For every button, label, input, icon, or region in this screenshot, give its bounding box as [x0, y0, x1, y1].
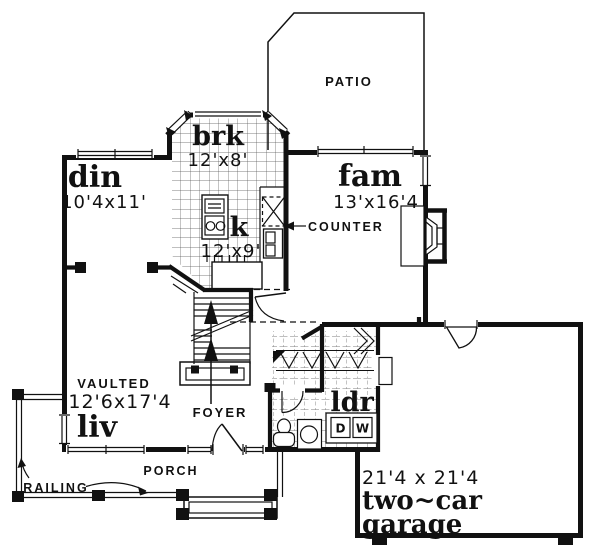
garage-label-line2: garage [362, 510, 462, 540]
understair-hatch [170, 275, 199, 294]
washer-dryer-unit: D W [325, 412, 378, 444]
hall-door-swing [254, 292, 287, 322]
garage-footing-posts [372, 535, 573, 545]
dining-room-dims: 10'4x11' [61, 192, 147, 213]
dining-window [76, 149, 154, 158]
family-window [420, 155, 431, 187]
dryer-label: D [336, 422, 346, 436]
railing-label: RAILING [23, 481, 88, 495]
kitchen-peninsula [211, 261, 263, 290]
stairs-up-arrow [204, 300, 218, 404]
garage-entry-door-swing [444, 319, 478, 349]
living-vaulted-note: VAULTED [77, 376, 150, 391]
laundry-garage-door [373, 355, 393, 386]
kitchen-breakfast-tile-floor [172, 116, 286, 289]
garage-dims: 21'4 x 21'4 [362, 467, 479, 489]
railing-callout-arrows [17, 458, 148, 496]
counter-label: COUNTER [308, 220, 384, 234]
dining-room-label: din [68, 160, 122, 195]
laundry-room-label: ldr [330, 387, 374, 418]
living-window [59, 414, 70, 445]
bath-door-swing [280, 386, 305, 414]
front-door-swing [211, 423, 244, 455]
patio-label: PATIO [325, 74, 373, 89]
family-room-label: fam [338, 159, 402, 194]
breakfast-room-dims: 12'x8' [188, 150, 249, 171]
toilet [272, 418, 296, 448]
kitchen-island-range [201, 194, 229, 240]
refrigerator [262, 228, 284, 259]
kitchen-room-dims: 12'x9' [201, 241, 262, 262]
living-room-label: liv [77, 410, 119, 445]
upper-floor-dashed-lines [214, 288, 320, 323]
living-room-dims: 12'6x17'4 [68, 391, 171, 413]
bay-windows [166, 110, 289, 139]
porch-label: PORCH [143, 464, 198, 478]
family-room-dims: 13'x16'4 [333, 192, 419, 213]
bath-sink [296, 418, 323, 450]
counter-callout-arrow [284, 221, 306, 231]
garage-label-line1: two~car [362, 486, 482, 516]
foyer-label: FOYER [193, 405, 248, 420]
closet-bifold-doors [273, 327, 375, 371]
porch-railing [12, 389, 284, 502]
kitchen-skylight-box [261, 196, 286, 227]
fireplace [400, 205, 447, 267]
interior-walls [62, 262, 381, 452]
patio-outline [267, 12, 425, 151]
washer-label: W [356, 422, 369, 436]
staircase [179, 255, 254, 386]
patio-sliding-door [317, 146, 414, 157]
kitchen-room-label: k [230, 212, 250, 243]
front-windows [66, 445, 265, 454]
breakfast-room-label: brk [192, 121, 245, 152]
porch-steps [176, 489, 278, 520]
